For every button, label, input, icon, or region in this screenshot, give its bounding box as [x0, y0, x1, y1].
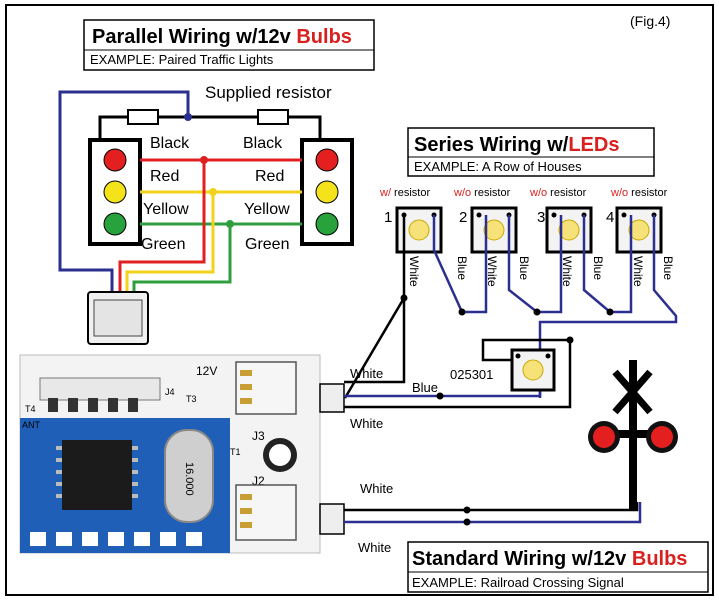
right-yellow-lamp [315, 180, 339, 204]
label-white-bottom: White [350, 416, 383, 431]
parallel-caption-box [83, 19, 375, 71]
blue-wire-parallel [58, 90, 190, 292]
label-black-right: Black [243, 135, 283, 152]
crossing-plug [319, 503, 345, 535]
led-025301 [510, 348, 556, 392]
svg-text:J4: J4 [165, 387, 175, 397]
svg-text:16.000: 16.000 [183, 462, 195, 496]
label-yellow-left: Yellow [143, 201, 189, 218]
right-red-lamp [315, 148, 339, 172]
standard-title: Standard Wiring w/12v Bulbs [412, 548, 687, 570]
resistor-label-2: w/o resistor [453, 187, 511, 199]
svg-text:J3: J3 [252, 429, 265, 443]
svg-text:T3: T3 [186, 394, 197, 404]
resistor-left [127, 109, 159, 125]
resistor-label-4: w/o resistor [610, 187, 668, 199]
left-green-lamp [103, 212, 127, 236]
label-red-right: Red [255, 168, 284, 185]
resistor-right [257, 109, 289, 125]
resistor-label-3: w/o resistor [529, 187, 587, 199]
parallel-title: Parallel Wiring w/12v Bulbs [92, 26, 352, 48]
series-example: EXAMPLE: A Row of Houses [414, 159, 582, 174]
resistor-label-1: w/ resistor [379, 187, 430, 199]
left-yellow-lamp [103, 180, 127, 204]
led-number-4: 4 [606, 209, 614, 226]
crossing-signal [588, 360, 678, 510]
led-number-3: 3 [537, 209, 545, 226]
vlabel-blue-4: Blue [661, 256, 675, 280]
figure-label: (Fig.4) [630, 13, 670, 29]
controller-board: 16.000 12V J3 J2 J4 T3 T1 T4 ANT [19, 354, 321, 554]
vlabel-blue-3: Blue [591, 256, 605, 280]
led-plug [319, 383, 345, 413]
label-yellow-right: Yellow [244, 201, 290, 218]
crossing-white-bottom: White [358, 540, 391, 555]
series-caption-box [407, 127, 655, 177]
vlabel-white-2: White [485, 256, 499, 287]
standard-example: EXAMPLE: Railroad Crossing Signal [412, 575, 624, 590]
right-green-lamp [315, 212, 339, 236]
label-green-left: Green [141, 236, 185, 253]
svg-text:ANT: ANT [22, 420, 41, 430]
series-title: Series Wiring w/LEDs [414, 134, 619, 156]
crossing-white-top: White [360, 481, 393, 496]
vlabel-white-3: White [560, 256, 574, 287]
red-wire-drop [118, 160, 206, 292]
label-white-top: White [350, 366, 383, 381]
green-wire-drop [132, 224, 232, 292]
vlabel-white-1: White [407, 256, 421, 287]
vlabel-blue-2: Blue [517, 256, 531, 280]
label-red-left: Red [150, 168, 179, 185]
label-green-right: Green [245, 236, 289, 253]
outer-frame [5, 4, 714, 596]
svg-text:T4: T4 [25, 404, 36, 414]
black-wire [98, 115, 322, 140]
svg-text:T1: T1 [230, 447, 241, 457]
yellow-wire-drop [125, 192, 215, 292]
label-blue: Blue [412, 380, 438, 395]
label-black-left: Black [150, 135, 190, 152]
vlabel-blue-1: Blue [455, 256, 469, 280]
vlabel-white-4: White [631, 256, 645, 287]
parallel-example: EXAMPLE: Paired Traffic Lights [90, 52, 274, 67]
standard-caption-box [407, 541, 709, 593]
part-number: 025301 [450, 367, 493, 382]
left-red-lamp [103, 148, 127, 172]
led-number-1: 1 [384, 209, 392, 226]
resistor-label: Supplied resistor [205, 83, 332, 102]
svg-text:12V: 12V [196, 364, 217, 378]
led-number-2: 2 [459, 209, 467, 226]
